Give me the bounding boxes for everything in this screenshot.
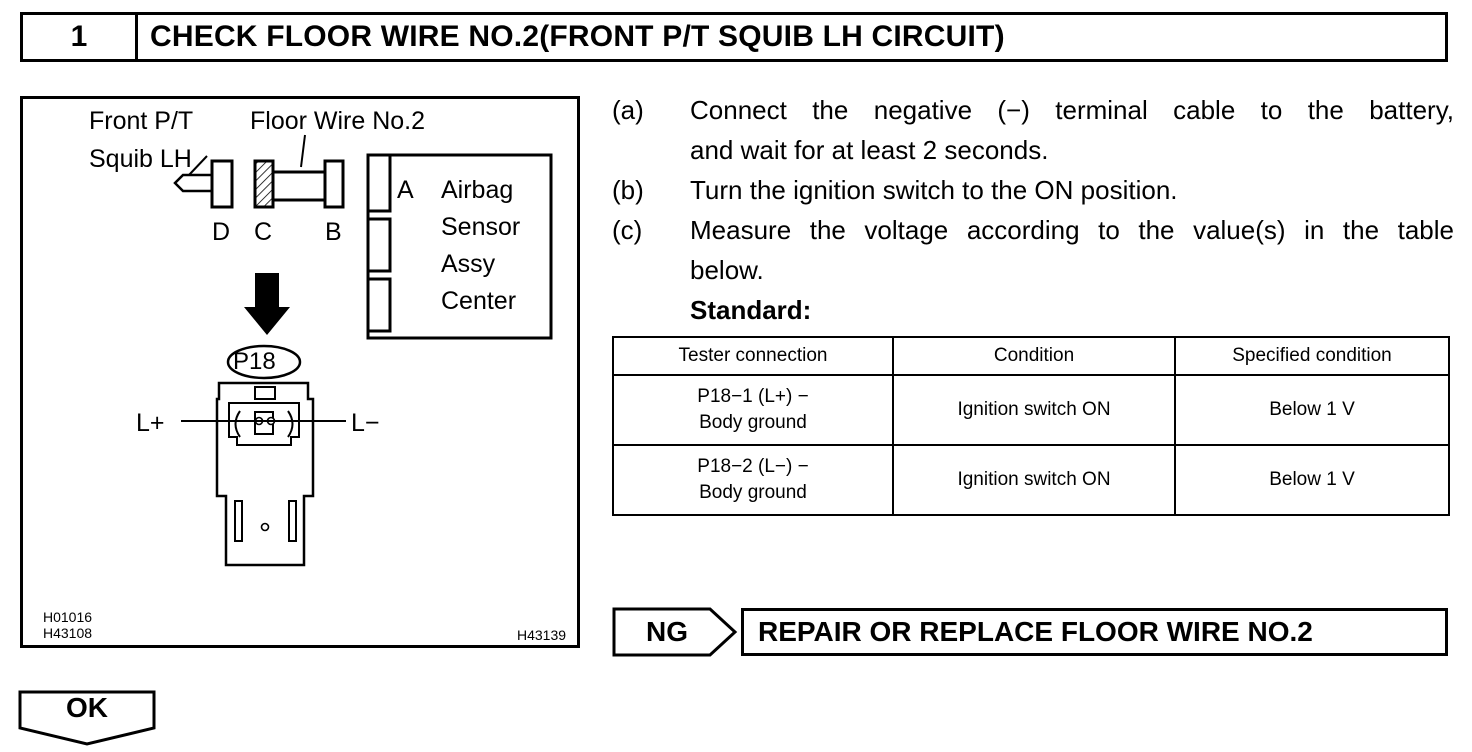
floor-wire-body [271, 170, 327, 202]
airbag-line4: Center [441, 287, 517, 315]
terminal-minus-label: L− [351, 409, 380, 437]
label-connector-c: C [254, 218, 273, 246]
table-cell: P18−2 (L−) − Body ground [612, 444, 894, 516]
connector-c [253, 159, 275, 209]
connection-line: P18−1 (L+) − [697, 386, 809, 407]
label-connector-d: D [212, 218, 231, 246]
airbag-sensor-box [366, 153, 553, 340]
wiring-diagram [173, 134, 553, 567]
airbag-line1: Airbag [441, 176, 514, 204]
connection-line: Body ground [699, 412, 807, 433]
column-header: Specified condition [1174, 336, 1450, 376]
squib-plug [173, 173, 212, 193]
column-header: Condition [892, 336, 1176, 376]
standard-label: Standard: [690, 295, 812, 325]
label-connector-b: B [325, 218, 342, 246]
ng-text: NG [646, 616, 688, 647]
down-arrow [244, 273, 290, 335]
step-title: CHECK FLOOR WIRE NO.2(FRONT P/T SQUIB LH… [150, 20, 1005, 53]
instruction-text: below. [690, 255, 764, 285]
connector-d [210, 159, 234, 209]
instruction-text: and wait for at least 2 seconds. [690, 135, 1049, 165]
instruction-text: Measure the voltage according to the val… [690, 215, 1454, 245]
step-header: 1 CHECK FLOOR WIRE NO.2(FRONT P/T SQUIB … [20, 12, 1448, 62]
instruction-item: (c) Measure the voltage according to the… [612, 210, 1454, 330]
table-row: P18−2 (L−) − Body ground Ignition switch… [612, 444, 1450, 516]
airbag-line2: Sensor [441, 213, 521, 241]
table-cell: Ignition switch ON [892, 444, 1176, 516]
instruction-text: Turn the ignition switch to the ON posit… [690, 175, 1178, 205]
label-squib-line1: Front P/T [89, 107, 194, 135]
ng-action: REPAIR OR REPLACE FLOOR WIRE NO.2 [741, 608, 1448, 656]
connector-b [323, 159, 345, 209]
figure-ref-codes: H01016 H43108 [43, 609, 93, 642]
instruction-letter: (a) [612, 95, 644, 125]
ng-arrow-shape [612, 607, 738, 657]
instruction-list: (a) Connect the negative (−) terminal ca… [612, 90, 1454, 330]
column-header: Tester connection [612, 336, 894, 376]
p18-ellipse [226, 344, 302, 380]
spec-table: Tester connection Condition Specified co… [612, 336, 1450, 516]
instruction-item: (a) Connect the negative (−) terminal ca… [612, 90, 1454, 170]
table-cell: P18−1 (L+) − Body ground [612, 374, 894, 446]
ok-arrow-shape [18, 690, 156, 746]
label-squib-line2: Squib LH [89, 145, 192, 173]
instruction-item: (b) Turn the ignition switch to the ON p… [612, 170, 1454, 210]
table-cell: Below 1 V [1174, 374, 1450, 446]
figure-ref-code-right: H43139 [517, 627, 567, 643]
label-connector-a: A [397, 176, 414, 204]
step-number: 1 [23, 15, 138, 59]
connection-line: Body ground [699, 482, 807, 503]
ok-text: OK [66, 692, 108, 723]
instruction-letter: (b) [612, 175, 644, 205]
table-cell: Below 1 V [1174, 444, 1450, 516]
instruction-letter: (c) [612, 215, 643, 245]
table-row: P18−1 (L+) − Body ground Ignition switch… [612, 374, 1450, 446]
table-header-row: Tester connection Condition Specified co… [612, 336, 1450, 376]
connector-id-label: P18 [233, 348, 276, 375]
wiring-figure: Front P/T Squib LH Floor Wire No.2 D C B… [20, 96, 580, 648]
ng-label: NG [612, 607, 738, 657]
label-floor-wire: Floor Wire No.2 [250, 107, 426, 135]
ok-label: OK [18, 690, 156, 746]
terminal-plus-label: L+ [136, 409, 165, 437]
instruction-text: Connect the negative (−) terminal cable … [690, 95, 1454, 125]
table-cell: Ignition switch ON [892, 374, 1176, 446]
connection-line: P18−2 (L−) − [697, 456, 809, 477]
airbag-line3: Assy [441, 250, 496, 278]
